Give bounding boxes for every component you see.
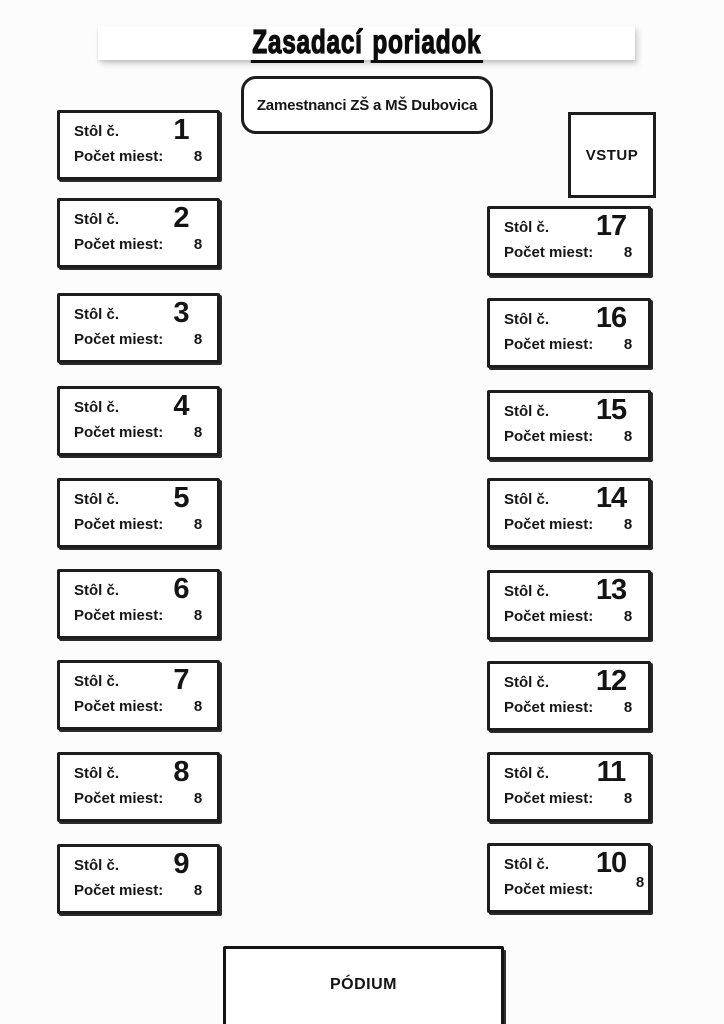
table-number-label: Stôl č. [74, 306, 120, 323]
table-number-value: 6 [173, 573, 189, 605]
seats-count-value: 8 [193, 607, 203, 624]
table-number-value: 15 [595, 394, 627, 426]
table-number-label: Stôl č. [74, 765, 120, 782]
table-box-13: Stôl č. Počet miest:13 8 [487, 570, 651, 640]
table-number-label: Stôl č. [504, 403, 550, 420]
page-title-word-2: poriadok [370, 24, 483, 63]
page-title-word-1: Zasadací [250, 24, 364, 63]
seats-count-label: Počet miest: [74, 331, 164, 348]
table-number-value: 1 [173, 114, 189, 146]
seats-count-label: Počet miest: [504, 790, 594, 807]
entrance-box: VSTUP [568, 112, 656, 198]
table-number-label: Stôl č. [74, 857, 120, 874]
table-box-11: Stôl č. Počet miest:11 8 [487, 752, 651, 822]
table-box-14: Stôl č. Počet miest:14 8 [487, 478, 651, 548]
seats-count-value: 8 [193, 516, 203, 533]
subtitle-text: Zamestnanci ZŠ a MŠ Dubovica [256, 96, 478, 114]
seats-count-label: Počet miest: [74, 236, 164, 253]
table-number-value: 14 [595, 482, 627, 514]
seats-count-value: 8 [193, 698, 203, 715]
seats-count-value: 8 [193, 424, 203, 441]
table-number-value: 17 [595, 210, 627, 242]
seats-count-label: Počet miest: [504, 336, 594, 353]
table-number-value: 16 [595, 302, 627, 334]
seats-count-value: 8 [623, 244, 633, 261]
seats-count-label: Počet miest: [504, 608, 594, 625]
table-number-label: Stôl č. [74, 491, 120, 508]
seats-count-label: Počet miest: [74, 424, 164, 441]
table-number-label: Stôl č. [74, 582, 120, 599]
seats-count-label: Počet miest: [74, 148, 164, 165]
seats-count-value: 8 [635, 874, 645, 891]
seats-count-value: 8 [623, 336, 633, 353]
table-number-value: 8 [173, 756, 189, 788]
table-number-value: 4 [173, 390, 189, 422]
seats-count-value: 8 [193, 148, 203, 165]
table-number-value: 5 [173, 482, 189, 514]
table-number-value: 7 [173, 664, 189, 696]
table-box-15: Stôl č. Počet miest:15 8 [487, 390, 651, 460]
table-number-value: 9 [173, 848, 189, 880]
seats-count-label: Počet miest: [504, 881, 594, 898]
table-number-value: 10 [595, 847, 627, 879]
seats-count-value: 8 [193, 882, 203, 899]
table-number-label: Stôl č. [504, 765, 550, 782]
table-number-label: Stôl č. [74, 399, 120, 416]
seats-count-value: 8 [623, 516, 633, 533]
stage-label: PÓDIUM [330, 976, 397, 993]
seats-count-value: 8 [623, 699, 633, 716]
table-number-label: Stôl č. [74, 123, 120, 140]
table-number-label: Stôl č. [504, 311, 550, 328]
subtitle-box: Zamestnanci ZŠ a MŠ Dubovica [241, 76, 493, 134]
table-number-label: Stôl č. [74, 673, 120, 690]
table-number-value: 13 [595, 574, 627, 606]
table-box-16: Stôl č. Počet miest:16 8 [487, 298, 651, 368]
stage-box: PÓDIUM [223, 946, 504, 1024]
seats-count-label: Počet miest: [504, 699, 594, 716]
seats-count-value: 8 [193, 236, 203, 253]
seats-count-label: Počet miest: [504, 244, 594, 261]
table-number-value: 12 [595, 665, 627, 697]
table-number-label: Stôl č. [504, 219, 550, 236]
seats-count-label: Počet miest: [74, 698, 164, 715]
seats-count-value: 8 [193, 790, 203, 807]
table-box-10: Stôl č. Počet miest:10 8 [487, 843, 651, 913]
table-number-label: Stôl č. [504, 491, 550, 508]
seats-count-value: 8 [623, 608, 633, 625]
seats-count-label: Počet miest: [74, 607, 164, 624]
seats-count-label: Počet miest: [504, 516, 594, 533]
table-number-value: 2 [173, 202, 189, 234]
seats-count-label: Počet miest: [74, 882, 164, 899]
table-number-label: Stôl č. [74, 211, 120, 228]
seats-count-value: 8 [623, 790, 633, 807]
seats-count-value: 8 [623, 428, 633, 445]
seats-count-label: Počet miest: [504, 428, 594, 445]
table-number-label: Stôl č. [504, 583, 550, 600]
table-box-17: Stôl č. Počet miest:17 8 [487, 206, 651, 276]
seats-count-label: Počet miest: [74, 516, 164, 533]
table-number-label: Stôl č. [504, 674, 550, 691]
table-number-value: 11 [596, 756, 627, 788]
seats-count-value: 8 [193, 331, 203, 348]
entrance-label: VSTUP [585, 146, 639, 164]
table-number-value: 3 [173, 297, 189, 329]
table-number-label: Stôl č. [504, 856, 550, 873]
table-box-12: Stôl č. Počet miest:12 8 [487, 661, 651, 731]
seats-count-label: Počet miest: [74, 790, 164, 807]
